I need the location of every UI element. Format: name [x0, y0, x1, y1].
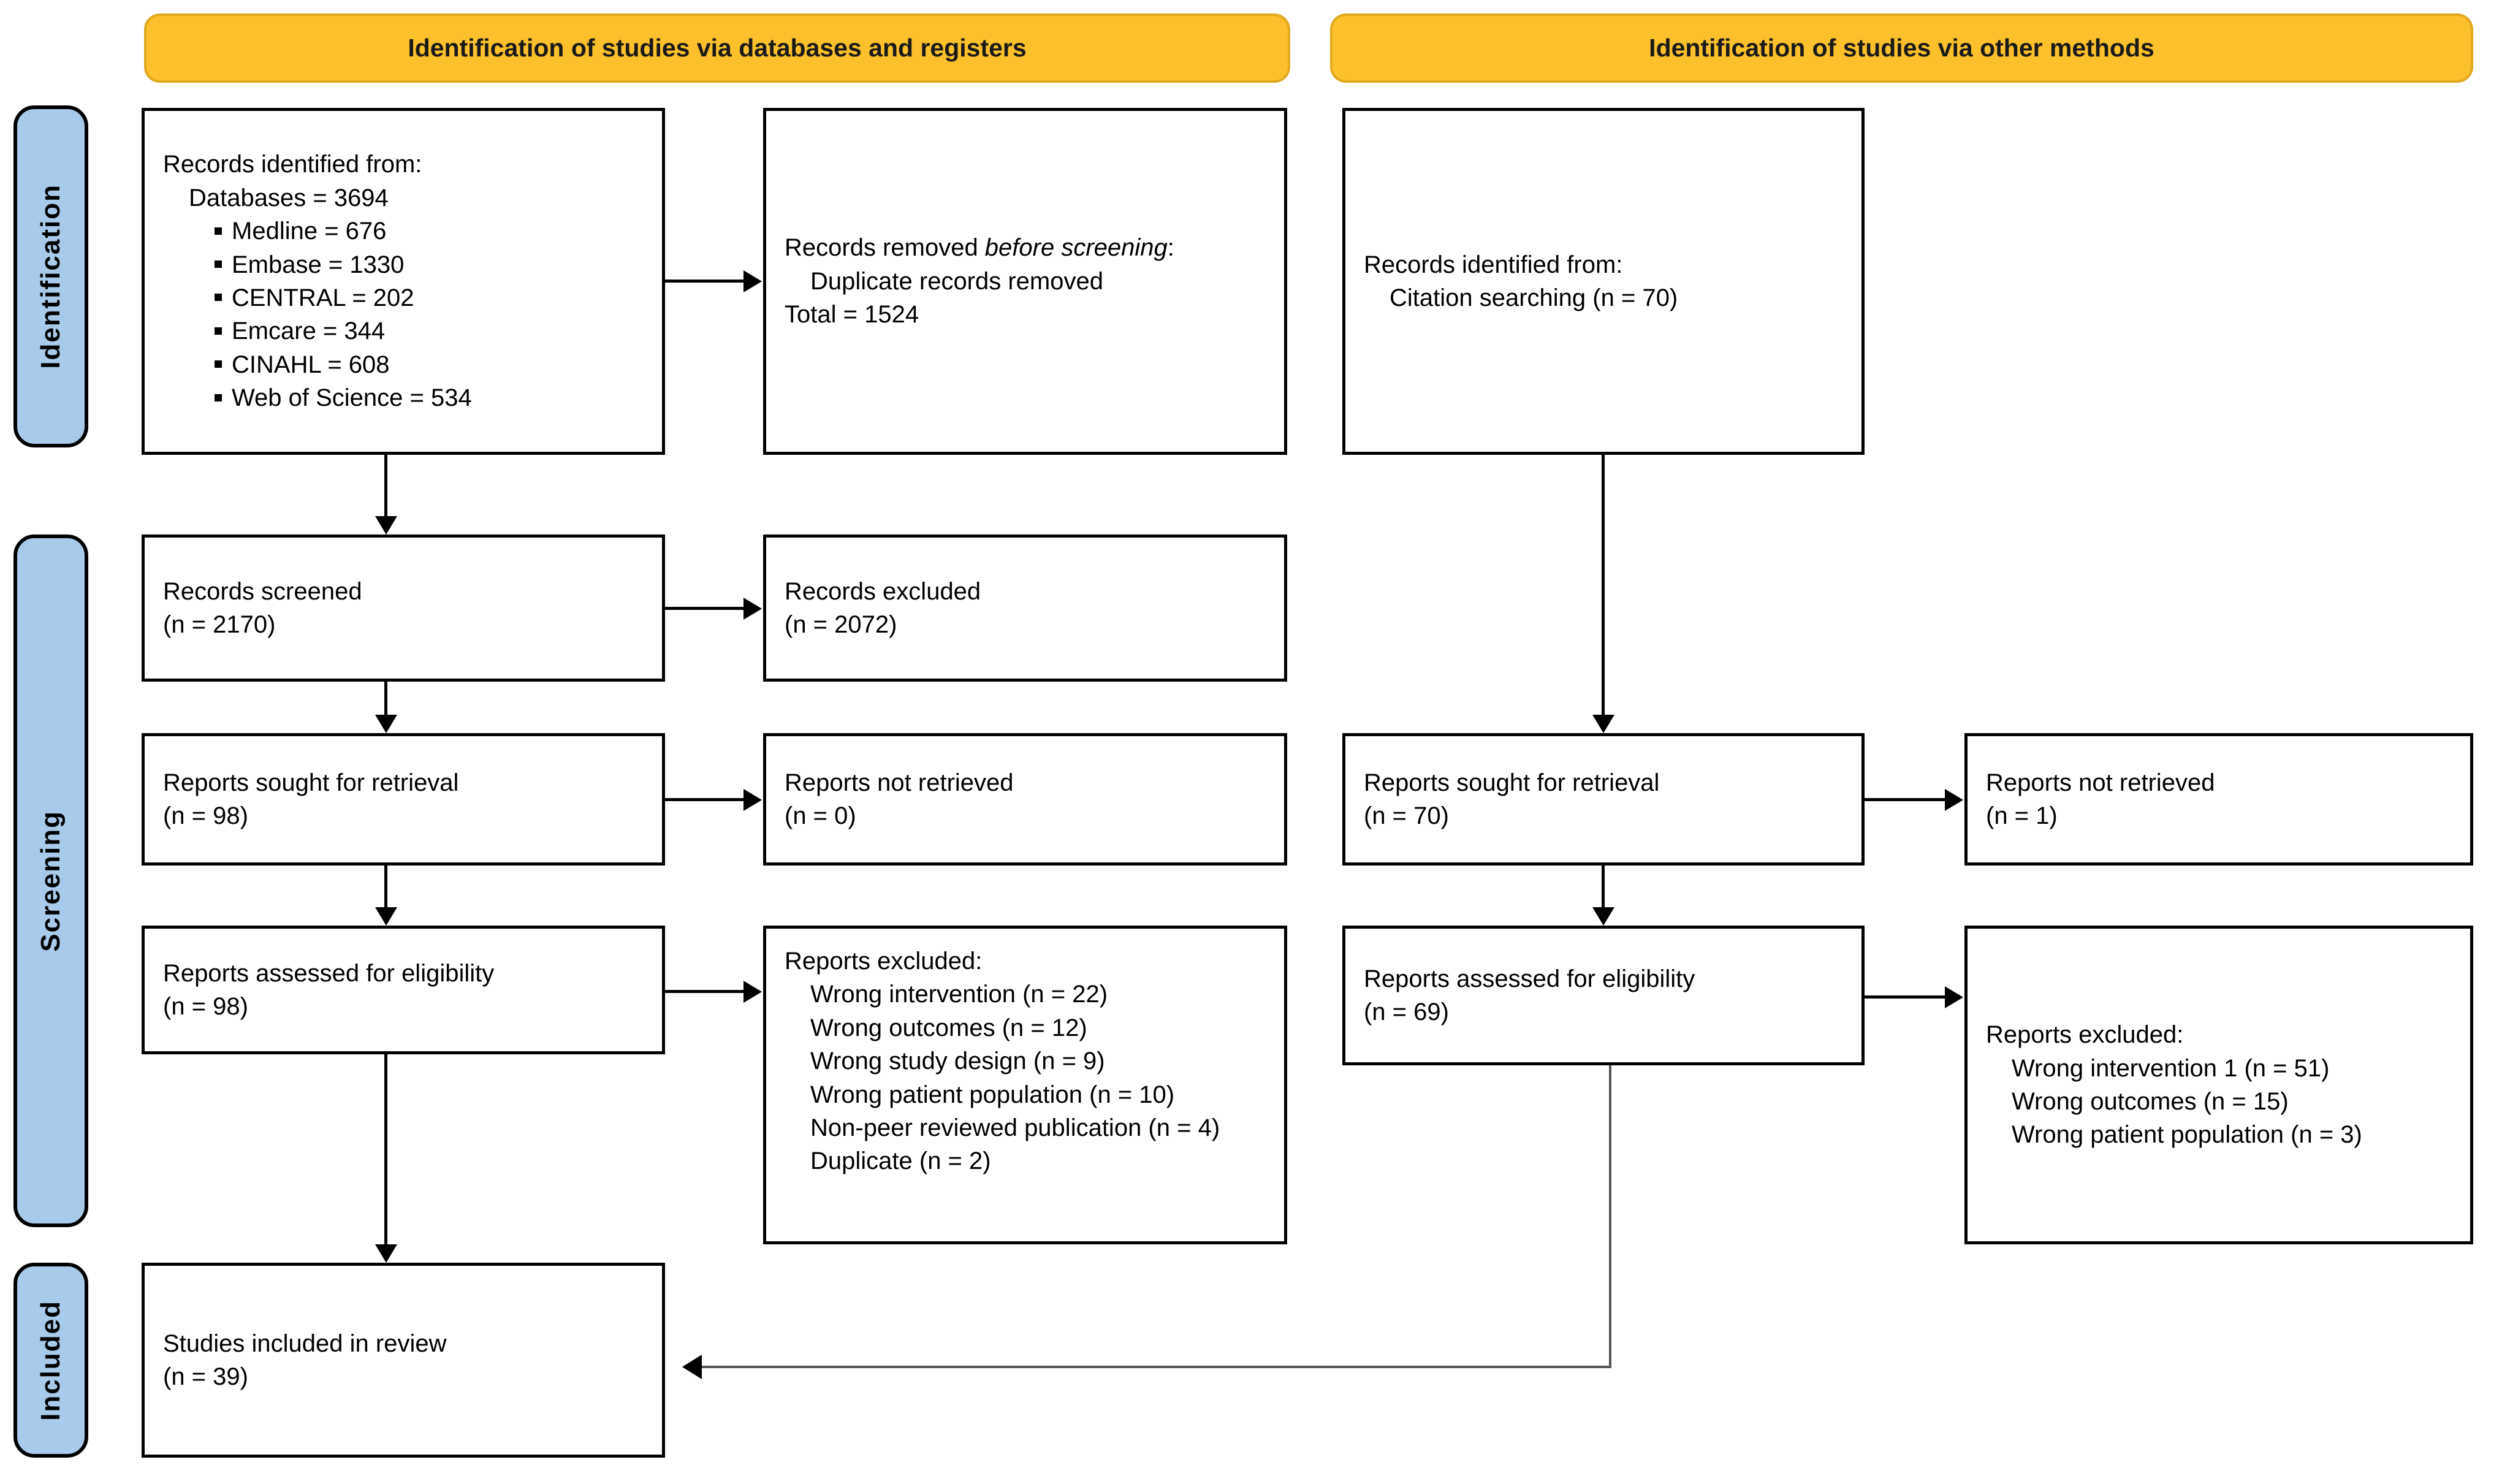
bullet-icon	[215, 327, 222, 335]
reports-excluded-right-header: Reports excluded:	[1986, 1021, 2184, 1049]
reports-excluded-right-item-0: Wrong intervention 1 (n = 51)	[2012, 1054, 2330, 1082]
connector-screened-to-sought-left	[384, 682, 387, 715]
bullet-icon	[215, 227, 222, 235]
phase-label-included: Included	[36, 1299, 66, 1421]
reports-not-retrieved-right-label: Reports not retrieved	[1986, 769, 2215, 796]
connector-assessed-to-excluded-right	[1865, 995, 1945, 999]
reports-assessed-right-label: Reports assessed for eligibility	[1364, 965, 1695, 992]
phase-label-screening: Screening	[36, 810, 66, 952]
records-identified-source-cinahl: CINAHL = 608	[163, 348, 644, 381]
arrowhead-other-to-sought-right	[1592, 715, 1614, 733]
box-records-identified-other: Records identified from: Citation search…	[1342, 108, 1865, 455]
reports-excluded-left-item-5: Duplicate (n = 2)	[810, 1147, 991, 1175]
reports-not-retrieved-right-count: (n = 1)	[1986, 802, 2058, 829]
arrowhead-sought-to-assessed-left	[375, 907, 397, 926]
connector-elbow-horizontal-right-to-included	[702, 1366, 1611, 1368]
records-identified-other-title: Records identified from:	[1364, 251, 1623, 278]
phase-bar-identification: Identification	[13, 105, 88, 447]
box-reports-assessed-right: Reports assessed for eligibility (n = 69…	[1342, 926, 1865, 1065]
records-removed-duplicates: Duplicate records removed	[810, 267, 1103, 295]
phase-bar-included: Included	[13, 1263, 88, 1458]
box-studies-included: Studies included in review (n = 39)	[142, 1263, 665, 1458]
records-identified-title: Records identified from:	[163, 151, 422, 178]
arrowhead-screened-to-excluded	[743, 598, 762, 620]
arrowhead-assessed-to-excluded-left	[743, 981, 762, 1003]
reports-assessed-left-label: Reports assessed for eligibility	[163, 959, 495, 987]
arrowhead-screened-to-sought-left	[375, 715, 397, 733]
banner-other-methods-label: Identification of studies via other meth…	[1649, 34, 2154, 62]
box-reports-not-retrieved-left: Reports not retrieved (n = 0)	[763, 733, 1287, 866]
reports-sought-right-label: Reports sought for retrieval	[1364, 769, 1660, 796]
reports-not-retrieved-left-label: Reports not retrieved	[785, 769, 1014, 796]
connector-other-to-sought-right	[1602, 455, 1605, 715]
reports-excluded-left-item-3: Wrong patient population (n = 10)	[810, 1081, 1175, 1108]
arrowhead-assessed-to-included	[375, 1244, 397, 1263]
connector-sought-to-notretrieved-left	[665, 798, 743, 801]
bullet-icon	[215, 360, 222, 368]
box-reports-excluded-left: Reports excluded: Wrong intervention (n …	[763, 926, 1287, 1244]
connector-screened-to-excluded	[665, 607, 743, 610]
connector-identified-to-screened	[384, 455, 387, 516]
studies-included-count: (n = 39)	[163, 1363, 248, 1390]
reports-excluded-left-item-0: Wrong intervention (n = 22)	[810, 981, 1108, 1008]
reports-assessed-right-count: (n = 69)	[1364, 999, 1449, 1025]
reports-excluded-left-header: Reports excluded:	[785, 948, 983, 975]
arrowhead-identified-to-screened	[375, 516, 397, 535]
arrowhead-elbow-to-included	[682, 1355, 702, 1379]
records-identified-source-wos: Web of Science = 534	[163, 381, 644, 414]
banner-other-methods: Identification of studies via other meth…	[1330, 13, 2473, 83]
records-removed-title: Records removed before screening:	[785, 234, 1174, 262]
reports-excluded-left-item-4: Non-peer reviewed publication (n = 4)	[810, 1114, 1220, 1141]
records-excluded-label: Records excluded	[785, 577, 981, 605]
connector-assessed-to-excluded-left	[665, 990, 743, 993]
records-identified-other-citation: Citation searching (n = 70)	[1390, 284, 1678, 311]
studies-included-label: Studies included in review	[163, 1330, 447, 1357]
connector-assessed-to-included	[384, 1054, 387, 1244]
arrowhead-assessed-to-excluded-right	[1945, 986, 1963, 1008]
banner-databases: Identification of studies via databases …	[144, 13, 1290, 83]
bullet-icon	[215, 394, 222, 401]
box-reports-assessed-left: Reports assessed for eligibility (n = 98…	[142, 926, 665, 1054]
records-identified-databases-total: Databases = 3694	[189, 184, 389, 211]
box-reports-sought-left: Reports sought for retrieval (n = 98)	[142, 733, 665, 866]
records-removed-total: Total = 1524	[785, 301, 919, 329]
box-records-removed-before-screening: Records removed before screening: Duplic…	[763, 108, 1287, 455]
connector-sought-to-notretrieved-right	[1865, 798, 1945, 801]
records-identified-source-medline: Medline = 676	[163, 215, 644, 248]
reports-excluded-left-item-2: Wrong study design (n = 9)	[810, 1048, 1105, 1075]
box-records-excluded: Records excluded (n = 2072)	[763, 535, 1287, 682]
banner-databases-label: Identification of studies via databases …	[408, 34, 1027, 62]
phase-bar-screening: Screening	[13, 535, 88, 1227]
phase-label-identification: Identification	[36, 184, 66, 369]
reports-sought-left-count: (n = 98)	[163, 802, 248, 829]
box-records-identified-databases: Records identified from: Databases = 369…	[142, 108, 665, 455]
reports-sought-right-count: (n = 70)	[1364, 802, 1449, 829]
reports-not-retrieved-left-count: (n = 0)	[785, 802, 856, 829]
connector-sought-to-assessed-right	[1602, 866, 1605, 907]
connector-sought-to-assessed-left	[384, 866, 387, 907]
reports-excluded-right-item-1: Wrong outcomes (n = 15)	[2012, 1088, 2289, 1115]
records-screened-count: (n = 2170)	[163, 611, 276, 638]
box-records-screened: Records screened (n = 2170)	[142, 535, 665, 682]
reports-assessed-left-count: (n = 98)	[163, 993, 248, 1020]
records-screened-label: Records screened	[163, 577, 362, 605]
arrowhead-sought-to-notretrieved-right	[1945, 789, 1963, 811]
box-reports-not-retrieved-right: Reports not retrieved (n = 1)	[1964, 733, 2473, 866]
box-reports-sought-right: Reports sought for retrieval (n = 70)	[1342, 733, 1865, 866]
bullet-icon	[215, 261, 222, 268]
records-identified-source-embase: Embase = 1330	[163, 248, 644, 281]
connector-identified-to-removed	[665, 280, 743, 283]
box-reports-excluded-right: Reports excluded: Wrong intervention 1 (…	[1964, 926, 2473, 1244]
connector-elbow-vertical-right-to-included	[1609, 1065, 1611, 1368]
reports-excluded-right-item-2: Wrong patient population (n = 3)	[2012, 1121, 2362, 1149]
arrowhead-identified-to-removed	[743, 270, 762, 292]
reports-sought-left-label: Reports sought for retrieval	[163, 769, 459, 796]
reports-excluded-left-item-1: Wrong outcomes (n = 12)	[810, 1014, 1087, 1041]
bullet-icon	[215, 294, 222, 302]
records-identified-source-emcare: Emcare = 344	[163, 314, 644, 348]
arrowhead-sought-to-notretrieved-left	[743, 789, 762, 811]
records-identified-source-central: CENTRAL = 202	[163, 281, 644, 314]
records-excluded-count: (n = 2072)	[785, 611, 897, 638]
arrowhead-sought-to-assessed-right	[1592, 907, 1614, 926]
